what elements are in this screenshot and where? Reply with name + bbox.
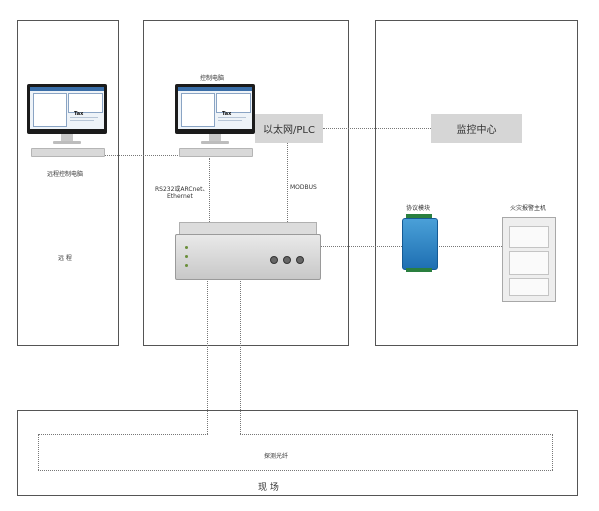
control-pc-keyboard [179, 148, 253, 157]
remote-pc-screen: Tax [30, 87, 104, 129]
ethernet-label: Ethernet [167, 193, 193, 200]
remote-zone-box [17, 20, 119, 346]
device-knob-3 [296, 256, 304, 264]
link-pc-to-device [209, 158, 210, 236]
control-pc-screen: Tax [178, 87, 252, 129]
control-zone-box [143, 20, 349, 346]
protocol-module-label: 协议模块 [406, 205, 431, 212]
ethernet-plc-label: 以太网/PLC [263, 125, 315, 136]
control-pc-screen-tax: Tax [222, 111, 232, 117]
remote-zone-label: 远 程 [58, 255, 72, 262]
fire-panel-lower [509, 278, 549, 296]
fiber-loop-right [552, 434, 553, 470]
link-device-to-fiber-right [240, 278, 241, 434]
fiber-loop-left [38, 434, 39, 470]
control-pc-stand [209, 134, 221, 141]
device-led-2 [185, 255, 188, 258]
protocol-module [402, 218, 438, 270]
remote-pc-screen-tax: Tax [74, 111, 84, 117]
protocol-module-terminal-bottom [406, 268, 432, 272]
link-device-to-fiber-left [207, 278, 208, 434]
ethernet-plc-box: 以太网/PLC [255, 114, 323, 143]
rs232-label: RS232或ARCnet、 [155, 186, 209, 193]
fiber-monitor-device [175, 222, 321, 280]
remote-pc-stand [61, 134, 73, 141]
fire-panel-controls [509, 251, 549, 275]
remote-pc-label: 远程控制电脑 [47, 171, 84, 178]
control-pc-label: 控制电脑 [200, 75, 225, 82]
site-zone-label: 现 场 [258, 483, 279, 493]
fiber-right-stub [240, 434, 553, 435]
control-pc: Tax [175, 84, 255, 162]
fire-panel-label: 火灾报警主机 [510, 205, 547, 212]
link-device-to-module [318, 246, 402, 247]
device-knob-1 [270, 256, 278, 264]
modbus-label: MODBUS [290, 184, 317, 191]
link-remote-to-control [96, 155, 182, 156]
device-led-1 [185, 246, 188, 249]
protocol-module-terminal-top [406, 214, 432, 218]
fire-alarm-panel [502, 217, 556, 302]
detect-fiber-label: 探测光纤 [264, 453, 289, 460]
remote-pc-base [53, 141, 81, 144]
remote-pc: Tax [27, 84, 107, 162]
control-pc-base [201, 141, 229, 144]
site-zone-box [17, 410, 578, 496]
monitor-center-label: 监控中心 [456, 125, 497, 136]
fiber-left-stub [38, 434, 208, 435]
link-plc-to-monitor [323, 128, 431, 129]
device-led-3 [185, 264, 188, 267]
monitor-center-box: 监控中心 [431, 114, 522, 143]
remote-pc-keyboard [31, 148, 105, 157]
fiber-loop-bottom [38, 470, 553, 471]
fire-panel-display [509, 226, 549, 248]
link-plc-to-device [287, 143, 288, 236]
link-module-to-panel [436, 246, 502, 247]
device-knob-2 [283, 256, 291, 264]
